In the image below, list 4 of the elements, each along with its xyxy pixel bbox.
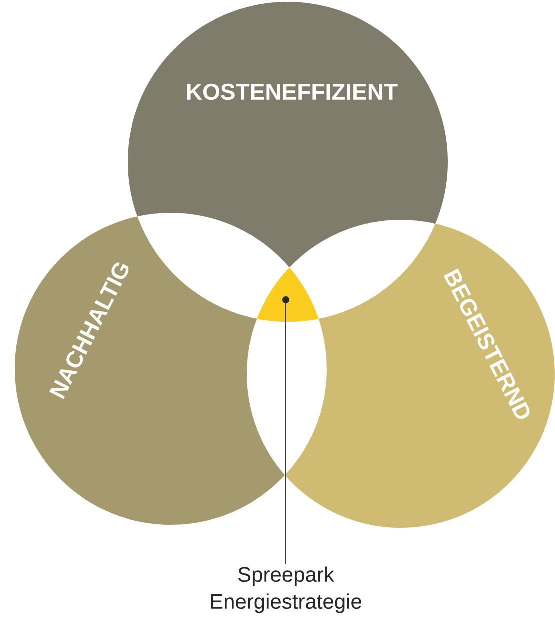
caption-label: Spreepark Energiestrategie xyxy=(211,566,362,614)
center-region xyxy=(257,268,318,322)
circle-label: KOSTENEFFIZIENT xyxy=(187,84,398,100)
leader-line xyxy=(282,296,290,565)
